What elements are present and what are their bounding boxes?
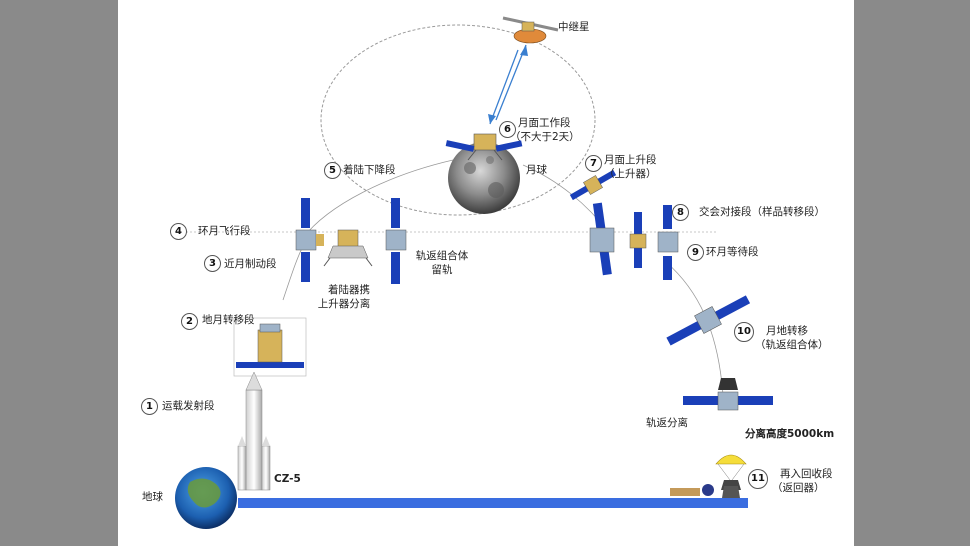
diagram-graphics (170, 16, 773, 529)
stage5-number: 5 (324, 162, 341, 179)
transfer-craft (236, 323, 304, 368)
stage7-number: 7 (585, 155, 602, 172)
stage6-number: 6 (499, 121, 516, 138)
stage3-label: 近月制动段 (224, 258, 277, 270)
lander-separating (323, 229, 373, 267)
separation-altitude-label: 分离高度5000km (745, 428, 835, 440)
stage9-label: 环月等待段 (706, 246, 759, 258)
stage7-label: 月面上升段 (604, 154, 657, 166)
relay-link-down (489, 49, 519, 125)
stage1-number: 1 (141, 398, 158, 415)
trans-earth-assembly (666, 295, 751, 346)
moon-crater (488, 182, 504, 198)
relay-label: 中继星 (558, 21, 590, 33)
moon-crater (486, 156, 494, 164)
stage4-label: 环月飞行段 (198, 225, 251, 237)
ground-bar (238, 498, 748, 508)
relay-link-up-arrowhead (520, 45, 528, 56)
stage2-number: 2 (181, 313, 198, 330)
stage10-label: 月地转移 (766, 325, 808, 337)
relay-satellite (502, 16, 559, 44)
stage2-label: 地月转移段 (202, 314, 255, 326)
relay-link-up (495, 44, 527, 121)
moon-label: 月球 (526, 164, 547, 176)
orbiter-assembly-insertion (295, 198, 324, 282)
landing-site (670, 484, 740, 498)
earth-label: 地球 (142, 491, 163, 503)
orbiter-return-separation-label: 轨返分离 (646, 417, 688, 429)
earth-landmass (187, 478, 221, 508)
diagram-canvas: 中继星 6 月面工作段 （不大于2天） 月球 5 着陆下降段 7 月面上升段 （… (118, 0, 854, 546)
parachute-capsule (715, 454, 747, 490)
stage11-label: 再入回收段 (780, 468, 833, 480)
stage4-number: 4 (170, 223, 187, 240)
stage3-number: 3 (204, 255, 221, 272)
stage10-number: 10 (734, 322, 754, 342)
moon (448, 142, 520, 214)
stage1-label: 运载发射段 (162, 400, 215, 412)
relay-link-down-arrowhead (488, 114, 496, 124)
moon-crater (464, 162, 476, 174)
stage11-sublabel: （返回器） (772, 482, 825, 494)
stage10-sublabel: （轨返组合体） (755, 339, 829, 351)
ascender-satellite (569, 169, 617, 201)
descent-trajectory (302, 159, 454, 239)
stage8-number: 8 (672, 204, 689, 221)
rendezvous-docking (589, 202, 679, 280)
transfer-craft-frame (233, 317, 307, 377)
lander-separation-label-1: 着陆器携 (328, 284, 370, 296)
orbiter-stay-label-2: 留轨 (431, 264, 453, 276)
stage8-label: 交会对接段（样品转移段） (699, 206, 825, 218)
rocket (237, 371, 271, 491)
relay-orbit (320, 24, 596, 216)
orbiter-stay (385, 198, 407, 284)
stage6-sublabel: （不大于2天） (510, 131, 580, 143)
rocket-label: CZ-5 (274, 473, 301, 485)
stage6-label: 月面工作段 (518, 117, 571, 129)
stage11-number: 11 (748, 469, 768, 489)
stage7-sublabel: （上升器） (604, 168, 657, 180)
stage5-label: 着陆下降段 (343, 164, 396, 176)
lander-on-moon (445, 133, 523, 161)
orbiter-stay-label-1: 轨返组合体 (415, 250, 469, 262)
lander-separation-label-2: 上升器分离 (317, 298, 371, 310)
orbiter-return-separation (683, 378, 773, 411)
stage9-number: 9 (687, 244, 704, 261)
